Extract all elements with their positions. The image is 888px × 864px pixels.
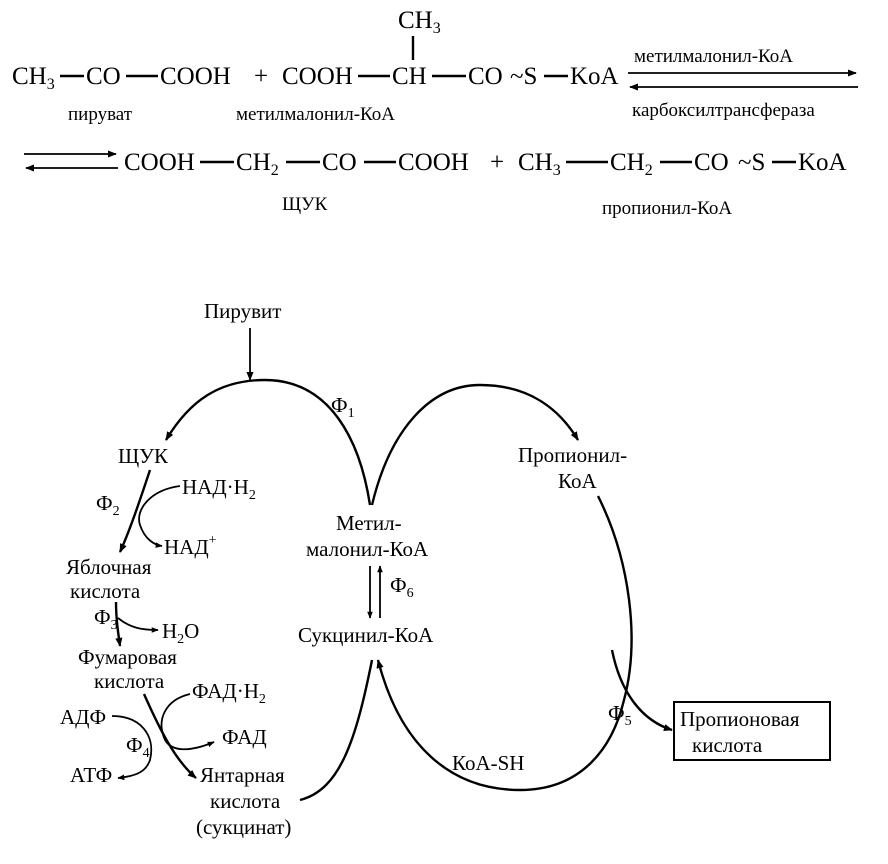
thioester: ~S (738, 149, 765, 176)
node-propionic-acid-line1: Пропионовая (680, 707, 800, 731)
cycle-diagram: Пирувит Ф1 ЩУК НАД·Н2 Ф2 НАД+ Яблочная к… (60, 299, 831, 839)
equation-line-2: COOH CH2 CO COOH + CH3 CH2 CO ~S KoA ЩУК… (24, 149, 847, 219)
node-methylmalonyl-line1: Метил- (336, 511, 402, 535)
arc-methylmalonyl-to-propionyl (370, 383, 580, 506)
node-propionyl-coa-line1: Пропионил- (518, 443, 627, 467)
equation-line-1: CH3 CO COOH + COOH CH CH3 CO ~S KoA пиру… (12, 7, 858, 125)
arc-succinic-to-succinyl (299, 659, 374, 802)
cooh-group: COOH (398, 149, 469, 176)
methyl-top: CH3 (398, 7, 441, 37)
cofactor-fad: ФАД (222, 725, 267, 749)
node-propionyl-coa-line2: КоА (558, 469, 597, 493)
co-group: CO (694, 149, 729, 176)
enzyme-f5: Ф5 (608, 701, 632, 729)
enzyme-f1: Ф1 (331, 393, 355, 421)
arrow-to-propionic-acid (610, 649, 673, 732)
ch2-group: CH2 (236, 149, 279, 179)
node-malic-acid-line2: кислота (70, 579, 141, 603)
cooh-group: COOH (124, 149, 195, 176)
co-group: CO (86, 63, 121, 90)
enzyme-name-bottom: карбоксилтрансфераза (632, 100, 815, 121)
arrow-malic-to-fumaric (114, 601, 123, 647)
product-water: Н2O (162, 619, 199, 647)
ch3-group: CH3 (12, 63, 55, 93)
arc-propionyl-to-succinyl (376, 495, 633, 792)
box-propionic-acid (673, 701, 831, 761)
cooh-group: COOH (282, 63, 353, 90)
enzyme-f3: Ф3 (94, 605, 118, 633)
arc-methylmalonyl-to-oaa (164, 378, 372, 506)
plus-sign: + (254, 63, 268, 90)
koa: KoA (570, 63, 619, 90)
koa: KoA (798, 149, 847, 176)
arrow-oaa-to-malic (118, 469, 152, 553)
plus-sign: + (490, 149, 504, 176)
node-succinic-acid-line3: (сукцинат) (196, 815, 291, 839)
node-methylmalonyl-line2: малонил-КоА (306, 537, 429, 561)
node-succinyl-coa: Сукцинил-КоА (298, 623, 434, 647)
co-group: CO (322, 149, 357, 176)
cofactor-koa-sh: КоА-SH (452, 751, 524, 775)
cofactor-adp: АДФ (60, 705, 106, 729)
node-propionic-acid-line2: кислота (692, 733, 763, 757)
node-pyruvate: Пирувит (204, 299, 281, 323)
cofactor-nad-plus: НАД+ (164, 533, 217, 559)
arrow-nadh2-to-nad (138, 485, 181, 548)
arrow-fadh2-to-fad (160, 693, 215, 751)
label-pyruvate: пируват (68, 104, 133, 125)
node-succinic-acid-line1: Янтарная (200, 763, 285, 787)
enzyme-f4: Ф4 (126, 733, 150, 761)
ch3-group: CH3 (518, 149, 561, 179)
node-malic-acid-line1: Яблочная (66, 555, 152, 579)
node-fumaric-acid-line1: Фумаровая (78, 645, 177, 669)
arrow-fumaric-to-succinic (142, 693, 197, 779)
node-fumaric-acid-line2: кислота (94, 669, 165, 693)
cofactor-atp: АТФ (70, 763, 112, 787)
ch-group: CH (392, 63, 427, 90)
enzyme-name-top: метилмалонил-КоА (634, 46, 793, 67)
label-oaa: ЩУК (282, 194, 328, 215)
arrow-water-release (117, 617, 159, 633)
cofactor-fadh2: ФАД·Н2 (192, 679, 266, 707)
ch2-group: CH2 (610, 149, 653, 179)
label-methylmalonyl: метилмалонил-КоА (236, 104, 395, 125)
cofactor-nadh2: НАД·Н2 (182, 475, 256, 503)
enzyme-f6: Ф6 (390, 573, 414, 601)
cooh-group: COOH (160, 63, 231, 90)
enzyme-f2: Ф2 (96, 491, 120, 519)
co-group: CO (468, 63, 503, 90)
label-propionyl: пропионил-КоА (602, 198, 732, 219)
arrow-adp-to-atp (111, 715, 153, 781)
node-oaa: ЩУК (118, 444, 169, 468)
node-succinic-acid-line2: кислота (210, 789, 281, 813)
thioester: ~S (510, 63, 537, 90)
